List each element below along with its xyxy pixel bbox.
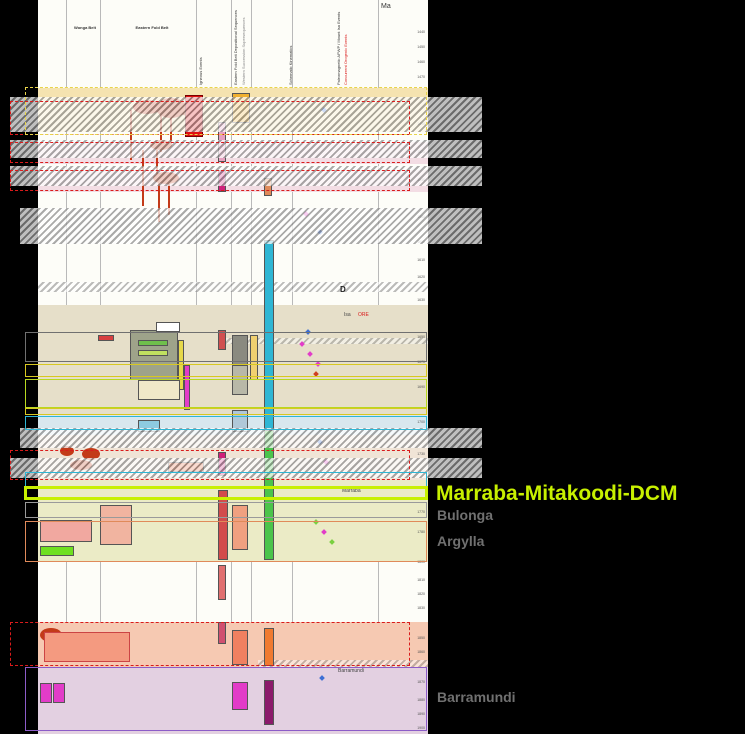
bulonga-box <box>25 502 427 518</box>
header-igneous-events: Igneous Events <box>198 25 203 85</box>
argylla-box <box>25 521 427 562</box>
callout-barramundi: Barramundi <box>437 689 516 705</box>
label-d3: D <box>340 285 346 294</box>
header-western-sequences: Western Succession Supersequences <box>241 25 246 85</box>
highlight-box <box>25 379 427 408</box>
callout-marraba: Marraba-Mitakoodi-DCM <box>436 482 678 506</box>
header-wonga-belt: Wonga Belt <box>74 25 96 30</box>
unit-label: Ma <box>381 3 391 10</box>
barramundi-box <box>25 667 427 731</box>
cyan-box <box>25 416 427 430</box>
orogeny-outline <box>10 142 410 163</box>
header-efb-depositional: Eastern Fold Belt Depositional Sequences <box>233 25 238 85</box>
igneous-bar <box>218 565 226 600</box>
orogeny-outline <box>10 170 410 191</box>
marraba-highlight-box <box>24 486 428 500</box>
yellow-outline <box>25 87 427 135</box>
label-isa-ore: ORE <box>358 312 369 318</box>
unit-block <box>156 322 180 332</box>
orogeny-outline <box>10 622 410 666</box>
isa-box <box>25 332 427 362</box>
callout-bulonga: Bulonga <box>437 507 493 523</box>
callout-argylla: Argylla <box>437 533 484 549</box>
header-orogenic: Concurrent Orogenic Events <box>343 25 348 85</box>
label-isa: Isa <box>344 312 351 318</box>
header-kinematics: Schematic Kinematics <box>288 25 293 85</box>
highlight-box <box>25 408 427 415</box>
header-apwp: Paleomagnetic APWP / Mount Isa Events <box>336 25 341 85</box>
hatch-zone <box>20 428 482 448</box>
hatch-zone <box>20 208 482 244</box>
highlight-box <box>25 364 427 377</box>
hatch-zone <box>38 282 428 292</box>
header-eastern-fold-belt: Eastern Fold Belt <box>122 25 182 30</box>
